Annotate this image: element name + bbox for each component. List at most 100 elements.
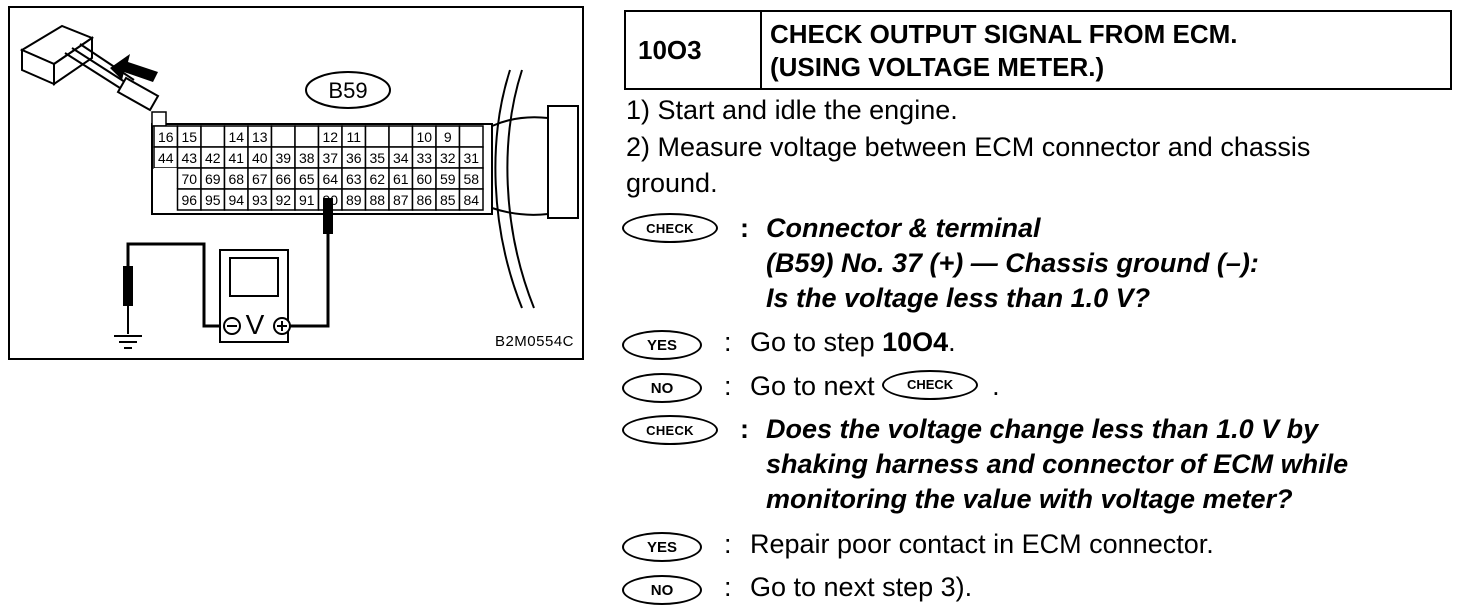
no-badge: NO bbox=[622, 373, 702, 403]
ground-symbol-icon bbox=[114, 335, 142, 349]
pin-label: 94 bbox=[228, 192, 244, 208]
pin-label: 63 bbox=[346, 171, 362, 187]
check1-line1: Connector & terminal bbox=[766, 213, 1041, 243]
no1-result: Go to next CHECK. bbox=[750, 369, 1000, 403]
no1-end: . bbox=[992, 371, 1000, 401]
pin-label: 86 bbox=[416, 192, 432, 208]
pin-label: 12 bbox=[322, 129, 338, 145]
check-badge: CHECK bbox=[622, 415, 718, 445]
yes1-end: . bbox=[948, 327, 956, 357]
no2-result: Go to next step 3). bbox=[750, 572, 973, 602]
pin-label: 62 bbox=[369, 171, 385, 187]
connector-diagram: B59 16 15 14 13 12 11 10 9 44 43 42 41 40 39 38 37 36 35 3… bbox=[8, 6, 584, 360]
yes-badge: YES bbox=[622, 330, 702, 360]
check1-line2: (B59) No. 37 (+) — Chassis ground (–): bbox=[766, 248, 1259, 278]
pin-cell bbox=[270, 125, 296, 148]
pin-label: 43 bbox=[181, 150, 197, 166]
pin-label: 89 bbox=[346, 192, 362, 208]
pin-label: 60 bbox=[416, 171, 432, 187]
pin-label: 95 bbox=[205, 192, 221, 208]
pin-label: 65 bbox=[299, 171, 315, 187]
step-title: CHECK OUTPUT SIGNAL FROM ECM. (USING VOL… bbox=[762, 12, 1246, 88]
pin-label: 59 bbox=[440, 171, 456, 187]
pin-label: 36 bbox=[346, 150, 362, 166]
pin-cell bbox=[458, 125, 484, 148]
connector-label: B59 bbox=[328, 78, 367, 103]
step-header: 10O3 CHECK OUTPUT SIGNAL FROM ECM. (USIN… bbox=[624, 10, 1452, 90]
pin-label: 42 bbox=[205, 150, 221, 166]
pin-label: 32 bbox=[440, 150, 456, 166]
pin-label: 69 bbox=[205, 171, 221, 187]
pin-label: 31 bbox=[463, 150, 479, 166]
pin-label: 14 bbox=[228, 129, 244, 145]
step-number: 10O3 bbox=[626, 12, 762, 88]
colon: : bbox=[724, 371, 732, 401]
pin-label: 44 bbox=[158, 150, 174, 166]
colon: : bbox=[724, 529, 732, 559]
pin-label: 38 bbox=[299, 150, 315, 166]
check2-line2: shaking harness and connector of ECM whi… bbox=[766, 449, 1349, 479]
pin-label: 85 bbox=[440, 192, 456, 208]
colon: : bbox=[724, 327, 732, 357]
pin-cell bbox=[388, 125, 414, 148]
yes1-step-link[interactable]: 10O4 bbox=[882, 327, 949, 357]
pin-label: 58 bbox=[463, 171, 479, 187]
harness-plug-icon bbox=[19, 24, 160, 112]
check2-line3: monitoring the value with voltage meter? bbox=[766, 484, 1293, 514]
pin-label: 10 bbox=[416, 129, 432, 145]
step-title-line2: (USING VOLTAGE METER.) bbox=[770, 52, 1105, 82]
pin-label: 93 bbox=[252, 192, 268, 208]
pin-label: 91 bbox=[299, 192, 315, 208]
yes-badge: YES bbox=[622, 532, 702, 562]
figure-code: B2M0554C bbox=[494, 333, 574, 350]
yes1-result: Go to step 10O4. bbox=[750, 326, 956, 359]
pin-label: 66 bbox=[275, 171, 291, 187]
instruction-2-cont: ground. bbox=[626, 168, 718, 198]
no-badge: NO bbox=[622, 575, 702, 605]
pin-cell bbox=[364, 125, 390, 148]
pin-label: 88 bbox=[369, 192, 385, 208]
no1-text: Go to next bbox=[750, 371, 883, 401]
connector-diagram-drawing: B59 16 15 14 13 12 11 10 9 44 43 42 41 40 39 38 37 36 35 3… bbox=[19, 24, 579, 349]
insertion-arrow-icon bbox=[110, 54, 158, 82]
pin-label: 39 bbox=[275, 150, 291, 166]
pin-label: 34 bbox=[393, 150, 409, 166]
step-title-line1: CHECK OUTPUT SIGNAL FROM ECM. bbox=[770, 19, 1238, 49]
pin-label: 41 bbox=[228, 150, 244, 166]
pin-label: 33 bbox=[416, 150, 432, 166]
yes2-result: Repair poor contact in ECM connector. bbox=[750, 529, 1214, 559]
check-badge: CHECK bbox=[622, 213, 718, 243]
pin-cell bbox=[154, 168, 178, 189]
voltmeter-symbol: V bbox=[246, 309, 265, 340]
pin-label: 96 bbox=[181, 192, 197, 208]
pin-label: 92 bbox=[275, 192, 291, 208]
yes1-text: Go to step bbox=[750, 327, 883, 357]
pin-label: 11 bbox=[346, 129, 361, 145]
pin-label: 67 bbox=[252, 171, 268, 187]
pin-label: 40 bbox=[252, 150, 268, 166]
pin-label: 37 bbox=[322, 150, 338, 166]
check2-line1: Does the voltage change less than 1.0 V … bbox=[766, 414, 1319, 444]
pin-label: 84 bbox=[463, 192, 479, 208]
pin-cell bbox=[154, 189, 178, 210]
pin-cell bbox=[200, 125, 226, 148]
pin-cell bbox=[458, 188, 484, 211]
instruction-1: 1) Start and idle the engine. bbox=[626, 95, 958, 125]
colon: : bbox=[724, 572, 732, 602]
pin-label: 35 bbox=[369, 150, 385, 166]
pin-label: 16 bbox=[158, 129, 174, 145]
pin-label: 68 bbox=[228, 171, 244, 187]
pin-cell bbox=[294, 125, 320, 148]
colon: : bbox=[740, 213, 749, 243]
pin-label: 15 bbox=[181, 129, 197, 145]
voltmeter-icon: V bbox=[219, 249, 291, 343]
pin-label: 13 bbox=[252, 129, 268, 145]
instruction-2: 2) Measure voltage between ECM connector… bbox=[626, 132, 1311, 162]
pin-label: 64 bbox=[322, 171, 338, 187]
colon: : bbox=[740, 414, 749, 444]
inline-check-badge: CHECK bbox=[882, 369, 979, 400]
pin-label: 9 bbox=[444, 129, 452, 145]
connector-pin-grid: 16 15 14 13 12 11 10 9 44 43 42 41 40 39 38 37 36 35 34 33 3… bbox=[153, 125, 484, 211]
pin-label: 61 bbox=[393, 171, 409, 187]
pin-label: 87 bbox=[393, 192, 409, 208]
